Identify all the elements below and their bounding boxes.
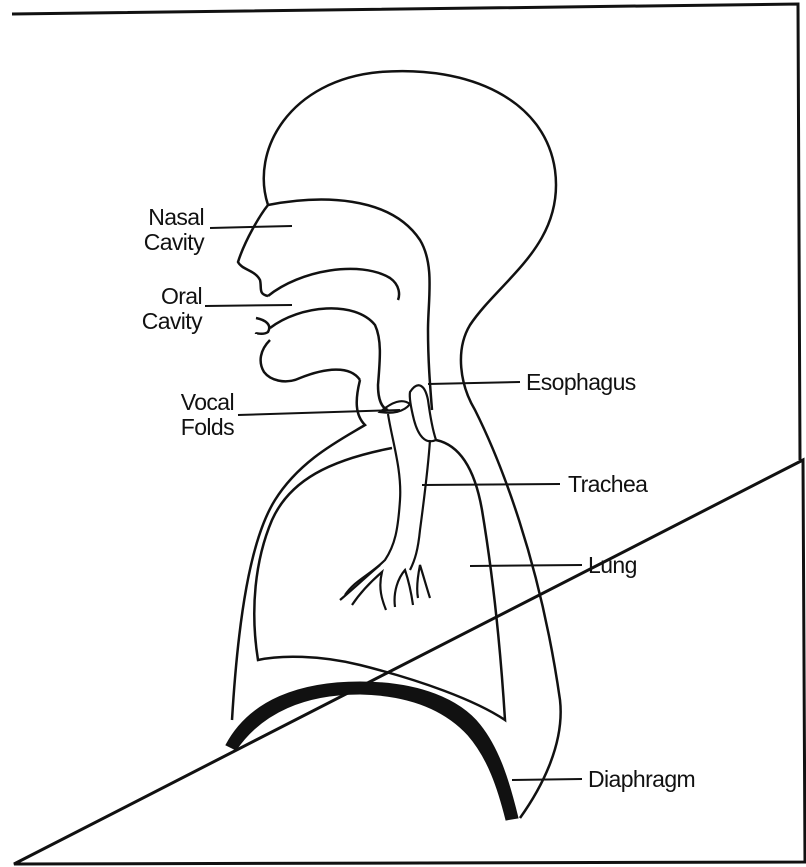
leader-oral-cavity — [205, 305, 292, 306]
label-lung: Lung — [588, 553, 637, 578]
nose-outline — [238, 205, 268, 296]
label-oral-cavity: Oral Cavity — [126, 284, 202, 334]
leader-diaphragm — [512, 779, 582, 780]
leader-nasal-cavity — [210, 226, 292, 228]
label-vocal-folds: Vocal Folds — [156, 390, 234, 440]
nasal-cavity-outline — [268, 200, 432, 410]
label-nasal-cavity-line1: Nasal — [128, 205, 204, 230]
leader-lung — [470, 565, 582, 566]
label-trachea: Trachea — [568, 472, 647, 497]
label-oral-cavity-line1: Oral — [126, 284, 202, 309]
palate-outline — [268, 269, 399, 300]
label-nasal-cavity: Nasal Cavity — [128, 205, 204, 255]
leader-vocal-folds — [238, 410, 400, 415]
head-body-outline — [264, 71, 561, 818]
leader-trachea — [422, 484, 560, 485]
bronchi-outline — [340, 565, 430, 610]
label-diaphragm: Diaphragm — [588, 767, 695, 792]
throat-outline — [232, 380, 365, 720]
page-frame — [12, 4, 805, 864]
label-oral-cavity-line2: Cavity — [126, 309, 202, 334]
trachea-outline — [345, 414, 430, 595]
label-vocal-folds-line1: Vocal — [156, 390, 234, 415]
label-esophagus: Esophagus — [526, 370, 636, 395]
label-vocal-folds-line2: Folds — [156, 415, 234, 440]
tongue-outline — [270, 308, 388, 410]
leader-esophagus — [428, 382, 520, 384]
epiglottis-shape — [410, 385, 436, 441]
label-nasal-cavity-line2: Cavity — [128, 230, 204, 255]
